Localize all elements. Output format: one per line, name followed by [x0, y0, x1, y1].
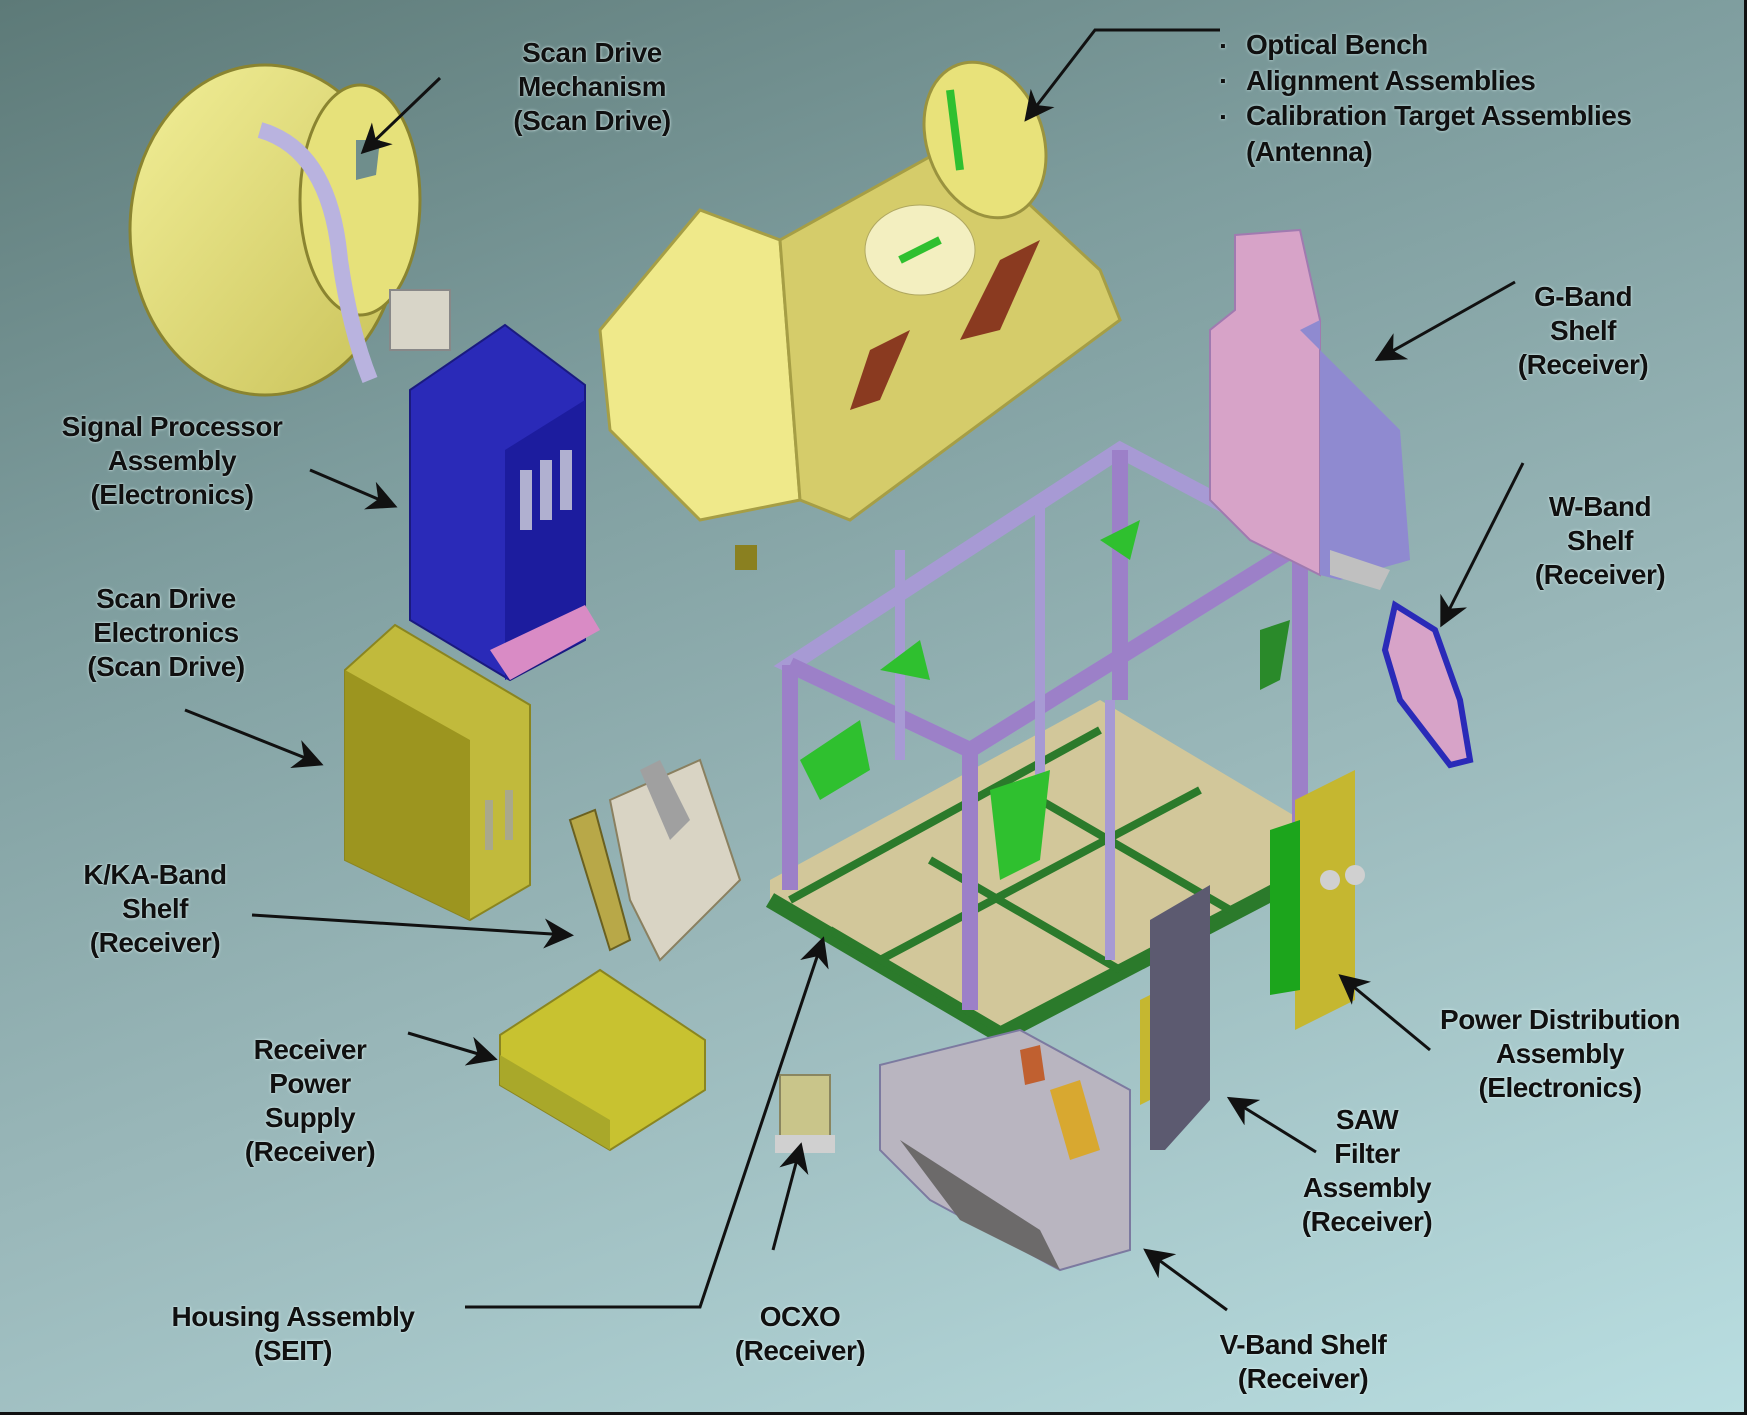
label-line: Housing Assembly [171, 1301, 415, 1332]
list-item-optical-bench: Optical Bench [1220, 28, 1631, 64]
label-line: K/KA-Band [83, 859, 227, 890]
label-v-band-shelf: V-Band Shelf (Receiver) [1220, 1328, 1387, 1396]
label-line: W-Band [1548, 491, 1652, 522]
label-line: SAW [1335, 1104, 1399, 1135]
label-line: Filter [1334, 1138, 1400, 1169]
label-line: Electronics [93, 617, 239, 648]
label-line: Shelf [1550, 315, 1616, 346]
k-ka-band-shelf-shape [568, 758, 742, 962]
label-line: (Receiver) [89, 927, 221, 958]
label-line: Assembly [1302, 1172, 1432, 1203]
scan-drive-electronics-shape [344, 623, 531, 922]
label-line: Assembly [1495, 1038, 1625, 1069]
v-band-shelf-shape [879, 1028, 1131, 1272]
label-line: (Receiver) [1301, 1206, 1433, 1237]
label-line: OCXO [759, 1301, 841, 1332]
label-line: (Receiver) [1534, 559, 1666, 590]
label-line: Scan Drive [96, 583, 236, 614]
label-g-band-shelf: G-Band Shelf (Receiver) [1517, 280, 1649, 382]
label-signal-processor-assembly: Signal Processor Assembly (Electronics) [62, 410, 283, 512]
label-line: (Electronics) [90, 479, 254, 510]
signal-processor-shape [409, 323, 600, 682]
label-scan-drive-electronics: Scan Drive Electronics (Scan Drive) [87, 582, 245, 684]
label-line: Power Distribution [1440, 1004, 1680, 1035]
label-line: V-Band Shelf [1219, 1329, 1387, 1360]
label-power-distribution-assembly: Power Distribution Assembly (Electronics… [1440, 1003, 1680, 1105]
receiver-power-supply-shape [499, 968, 706, 1152]
label-line: Scan Drive [522, 37, 662, 68]
scan-drive-mechanism-shape [128, 63, 451, 397]
list-group-label: (Antenna) [1246, 135, 1373, 167]
label-line: (Scan Drive) [87, 651, 245, 682]
ocxo-shape [775, 1074, 835, 1153]
label-line: Receiver [253, 1034, 367, 1065]
label-line: (Receiver) [244, 1136, 376, 1167]
optical-bench-antenna-shape [598, 60, 1122, 570]
label-line: Supply [264, 1102, 356, 1133]
label-k-ka-band-shelf: K/KA-Band Shelf (Receiver) [83, 858, 227, 960]
label-ocxo: OCXO (Receiver) [734, 1300, 866, 1368]
list-item-alignment-assemblies: Alignment Assemblies [1220, 64, 1631, 100]
label-line: (Electronics) [1478, 1072, 1642, 1103]
label-saw-filter-assembly: SAW Filter Assembly (Receiver) [1301, 1103, 1433, 1239]
housing-assembly-shape [765, 440, 1339, 1045]
label-line: (Receiver) [1517, 349, 1649, 380]
leader-arrows [184, 28, 1525, 1312]
w-band-shelf-shape [1381, 600, 1474, 769]
label-line: G-Band [1533, 281, 1633, 312]
label-line: (Receiver) [734, 1335, 866, 1366]
label-receiver-power-supply: Receiver Power Supply (Receiver) [244, 1033, 376, 1169]
label-scan-drive-mechanism: Scan Drive Mechanism (Scan Drive) [513, 36, 671, 138]
label-housing-assembly: Housing Assembly (SEIT) [171, 1300, 415, 1368]
label-line: Shelf [122, 893, 188, 924]
g-band-shelf-shape [1209, 228, 1410, 590]
label-line: (Scan Drive) [513, 105, 671, 136]
label-line: Mechanism [518, 71, 667, 102]
power-distribution-shape [1270, 770, 1365, 1030]
label-line: Signal Processor [61, 411, 283, 442]
label-line: (SEIT) [254, 1335, 332, 1366]
saw-filter-shape [1140, 885, 1210, 1150]
label-line: (Receiver) [1237, 1363, 1369, 1394]
label-line: Power [269, 1068, 351, 1099]
list-item-calibration-target-assemblies: Calibration Target Assemblies [1220, 99, 1632, 135]
label-w-band-shelf: W-Band Shelf (Receiver) [1534, 490, 1666, 592]
label-line: Assembly [107, 445, 237, 476]
label-line: Shelf [1567, 525, 1633, 556]
label-antenna-components: Optical Bench Alignment Assemblies Calib… [1220, 28, 1632, 169]
